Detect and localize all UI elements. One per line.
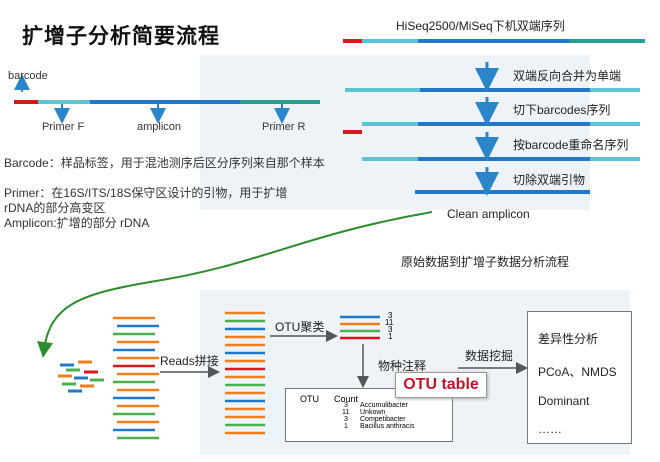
pipeline-step-cut-barcode: 切下barcodes序列: [513, 103, 611, 117]
primer-r-label: Primer R: [262, 121, 306, 133]
results-box: 差异性分析 PCoA、NMDS Dominant ……: [527, 311, 632, 444]
otu-table-name-4: Bacillus anthracis: [360, 423, 415, 430]
otu-table-header-count: Count: [334, 394, 359, 404]
primer-f-label: Primer F: [42, 121, 85, 133]
page-title: 扩增子分析简要流程: [22, 23, 220, 48]
amplicon-label: amplicon: [137, 121, 182, 133]
result-pcoa-nmds: PCoA、NMDS: [538, 365, 617, 379]
result-ellipsis: ……: [538, 422, 562, 436]
primer-description: Primer：在16S/ITS/18S保守区设计的引物，用于扩增rDNA的部分高…: [4, 186, 288, 215]
amplicon-description: Amplicon:扩增的部分 rDNA: [4, 216, 150, 230]
result-differential-analysis: 差异性分析: [538, 332, 599, 346]
scattered-reads: [58, 360, 104, 393]
clean-amplicon-label: Clean amplicon: [447, 207, 530, 221]
barcode-description: Barcode：样品标签，用于混池测序后区分序列来自那个样本: [4, 156, 325, 170]
barcode-label: barcode: [8, 70, 48, 82]
pipeline-step-rename: 按barcode重命名序列: [513, 138, 629, 152]
cluster-count-1: 3: [388, 311, 393, 320]
pipeline-step-merge: 双端反向合并为单端: [513, 69, 622, 83]
result-dominant: Dominant: [538, 394, 590, 408]
pipeline-step-trim-primer: 切除双端引物: [513, 173, 586, 187]
read-column-1: [113, 316, 159, 440]
otu-table-label: OTU table: [395, 372, 487, 398]
cluster-lines: [340, 315, 380, 340]
flow-curve-arrow: [37, 211, 433, 358]
otu-table-name-1: Accumulibacter: [360, 402, 408, 409]
otu-table-header-otu: OTU: [300, 394, 319, 404]
otu-cluster-label: OTU聚类: [275, 320, 325, 334]
pipeline-caption: 原始数据到扩增子数据分析流程: [401, 255, 570, 269]
otu-table-count-4: 1: [344, 423, 348, 430]
cluster-count-2: 11: [385, 318, 394, 327]
annotation-label: 物种注释: [378, 359, 427, 373]
read-column-2: [225, 311, 265, 435]
cluster-count-4: 1: [388, 332, 393, 341]
read-diagram: [14, 74, 320, 124]
cluster-count-3: 3: [388, 325, 393, 334]
data-mining-label: 数据挖掘: [465, 349, 514, 363]
otu-table-name-3: Competibacter: [360, 416, 406, 423]
otu-table-name-2: Unkown: [360, 409, 386, 416]
reads-join-label: Reads拼接: [160, 354, 219, 368]
pipeline-graphics: [343, 39, 645, 196]
otu-table-count-2: 11: [342, 409, 350, 416]
pipeline-header: HiSeq2500/MiSeq下机双端序列: [396, 19, 565, 33]
otu-table-count-3: 3: [344, 416, 348, 423]
top-right-background: [200, 55, 590, 210]
otu-table-count-1: 3: [344, 402, 348, 409]
